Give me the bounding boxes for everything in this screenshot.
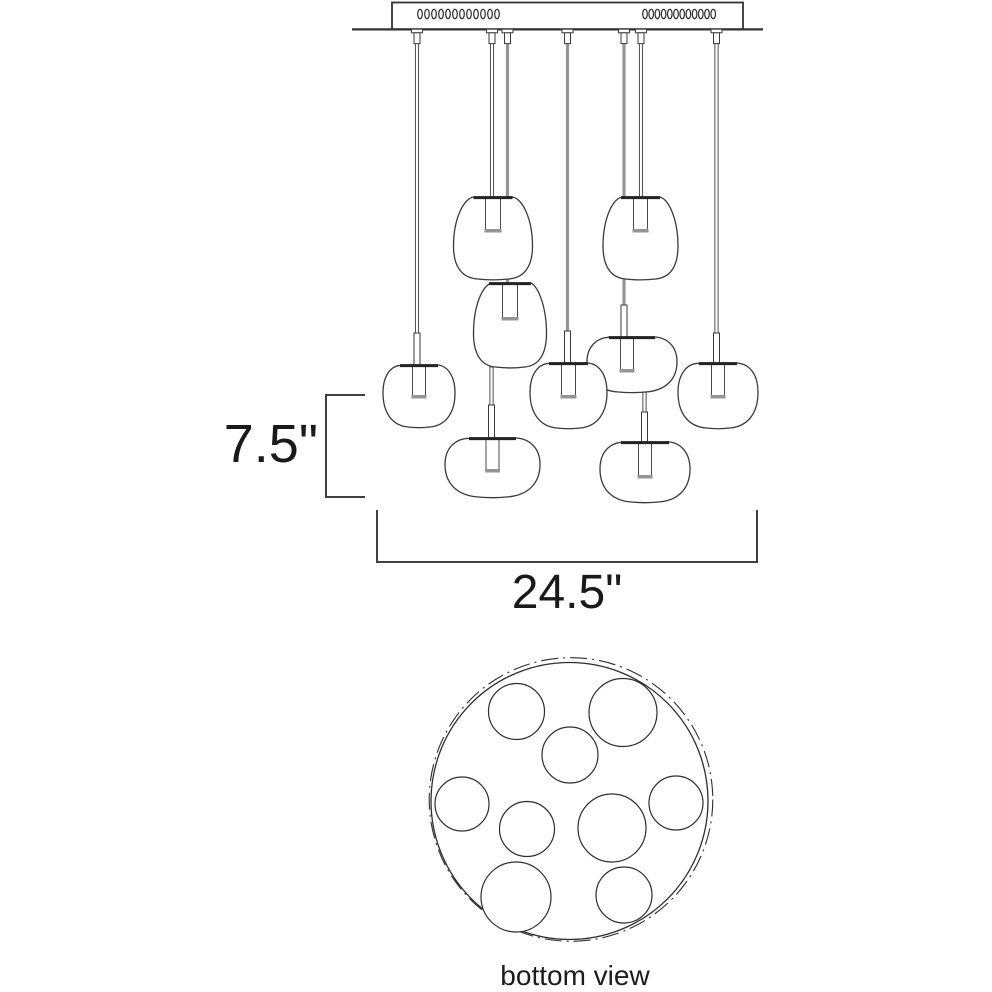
bottom-view-pendant-circle — [595, 866, 653, 924]
pendant-glass-dome — [602, 196, 679, 281]
canopy-fitting-cap — [486, 28, 498, 34]
canopy-vent-hole — [487, 8, 493, 20]
canopy-fitting-neck — [564, 32, 571, 45]
bottom-view-pendant-circle — [480, 861, 552, 933]
pendant-socket-base — [411, 395, 427, 399]
cord-tube — [638, 42, 644, 198]
cord-ferrule — [413, 332, 421, 366]
canopy-vent-hole — [459, 8, 465, 20]
canopy-vent-hole — [466, 8, 472, 20]
cord-ferrule — [488, 404, 495, 439]
pendant-socket-base — [560, 395, 577, 399]
pendant-socket — [638, 441, 652, 479]
bottom-view-pendant-circle — [498, 800, 556, 858]
ceiling-canopy — [352, 1, 763, 45]
pendant-socket — [502, 282, 518, 321]
pendant-socket — [561, 362, 576, 399]
cord-ferrule — [713, 332, 720, 364]
pendant-socket — [485, 196, 501, 233]
pendant-glass-dome — [472, 282, 548, 369]
pendant-socket-base — [484, 229, 502, 233]
canopy-vent-hole — [666, 8, 673, 20]
cord-tube — [489, 366, 494, 406]
pendant-socket-base — [619, 369, 635, 373]
canopy-vent-hole — [438, 8, 444, 20]
canopy-vent-hole — [648, 8, 655, 20]
bottom-view-pendant-circle — [541, 726, 599, 784]
canopy-vent-hole — [679, 8, 686, 20]
canopy-vent-hole — [685, 8, 692, 20]
canopy-vent-hole — [445, 8, 451, 20]
bottom-view-centerline-circle — [428, 657, 714, 942]
cord-tube — [714, 42, 719, 334]
canopy-fitting-neck — [504, 32, 511, 45]
cord-tube — [642, 391, 647, 413]
pendant-socket-base — [501, 317, 519, 321]
canopy-vent-hole — [431, 8, 437, 20]
canopy-fitting-cap — [710, 28, 723, 34]
pendant-socket — [412, 364, 426, 399]
pendant-socket — [711, 362, 725, 399]
canopy-fitting-neck — [713, 32, 720, 45]
dimension-lines — [325, 394, 758, 563]
height-dimension-bracket — [325, 394, 365, 498]
canopy-vent-hole — [473, 8, 479, 20]
cord-tube — [489, 42, 495, 198]
cord-tube — [414, 42, 420, 334]
pendant-socket-base — [485, 469, 500, 473]
canopy-fitting-neck — [620, 32, 628, 45]
suspension-cords — [413, 42, 720, 443]
pendant-socket — [633, 196, 648, 233]
canopy-vent-hole — [480, 8, 486, 20]
pendant-socket-base — [632, 229, 649, 233]
pendant-shades — [382, 196, 759, 504]
cord-ferrule — [641, 411, 648, 443]
canopy-vent-hole — [697, 8, 704, 20]
cord-gray — [505, 43, 510, 283]
canopy-vent-hole — [417, 8, 423, 20]
cord-gray — [622, 43, 626, 305]
canopy-fitting-neck — [488, 32, 496, 45]
bottom-view-pendant-circle — [577, 793, 647, 863]
canopy-vent-hole — [494, 8, 500, 20]
canopy-vent-hole — [673, 8, 679, 20]
canopy-vent-hole — [691, 8, 698, 20]
pendant-socket-base — [637, 475, 653, 479]
canopy-vent-hole — [424, 8, 430, 20]
pendant-socket — [620, 336, 634, 373]
bottom-view-pendant-circle — [487, 682, 546, 741]
pendant-socket-base — [710, 395, 726, 399]
canopy-fitting-cap — [635, 28, 647, 34]
cord-gray — [565, 43, 570, 331]
canopy-vent-hole — [660, 8, 667, 20]
bottom-view-pendant-circle — [434, 776, 490, 832]
cord-ferrule — [620, 304, 628, 338]
width-dimension-bracket — [376, 510, 758, 563]
cord-ferrule — [564, 330, 571, 364]
canopy-fitting-cap — [618, 28, 630, 34]
canopy-vent-hole — [710, 8, 717, 20]
canopy-vent-hole — [654, 8, 661, 20]
bottom-view-pendant-circle — [588, 677, 658, 748]
canopy-fitting-cap — [501, 28, 514, 34]
bottom-view-outline-circle — [430, 661, 709, 941]
bottom-view-pendant-circle — [648, 775, 704, 831]
bottom-view-caption: bottom view — [500, 960, 650, 991]
width-dimension-label: 24.5" — [512, 566, 622, 619]
bottom-view — [428, 657, 714, 942]
pendant-glass-dome — [452, 196, 534, 281]
canopy-vent-hole — [704, 8, 710, 20]
canopy-fitting-neck — [413, 32, 421, 45]
canopy-fitting-cap — [561, 28, 574, 34]
canopy-fitting-cap — [411, 28, 423, 34]
pendant-socket — [485, 437, 500, 473]
height-dimension-label: 7.5" — [224, 414, 318, 474]
canopy-vent-hole — [452, 8, 458, 20]
canopy-vent-hole — [642, 8, 648, 20]
canopy-fitting-neck — [637, 32, 645, 45]
